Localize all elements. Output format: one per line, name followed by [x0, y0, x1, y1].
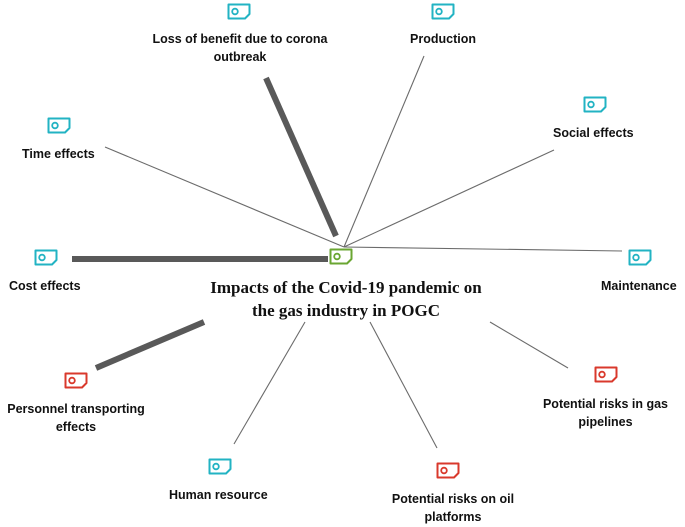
- time-effects-tag-icon: [47, 117, 71, 134]
- human-resource-tag-icon: [208, 458, 232, 475]
- social-effects-tag-icon: [583, 96, 607, 113]
- edge-social: [343, 149, 555, 248]
- node-label-maintenance: Maintenance: [601, 279, 677, 293]
- production-tag-icon: [431, 3, 455, 20]
- loss-tag-icon: [227, 3, 251, 20]
- node-label-production: Production: [410, 32, 476, 46]
- edge-loss: [263, 76, 339, 238]
- edge-pipelines: [489, 321, 569, 369]
- central-topic-line1: Impacts of the Covid-19 pandemic on: [210, 278, 482, 297]
- edge-oil: [369, 321, 438, 449]
- oil-platforms-tag-icon: [436, 462, 460, 479]
- edge-maintenance: [343, 246, 623, 252]
- node-label-cost-effects: Cost effects: [9, 279, 81, 293]
- central-topic-line2: the gas industry in POGC: [252, 301, 440, 320]
- pipelines-tag-icon: [594, 366, 618, 383]
- cost-effects-tag-icon: [34, 249, 58, 266]
- edge-personnel: [94, 319, 206, 371]
- node-label-social-effects: Social effects: [553, 126, 634, 140]
- center-tag-icon: [329, 248, 353, 265]
- node-label-human-resource: Human resource: [169, 488, 268, 502]
- personnel-tag-icon: [64, 372, 88, 389]
- maintenance-tag-icon: [628, 249, 652, 266]
- edge-time: [104, 146, 345, 248]
- edge-production: [343, 55, 425, 248]
- node-label-time-effects: Time effects: [22, 147, 95, 161]
- edge-human: [233, 321, 306, 445]
- central-topic: Impacts of the Covid-19 pandemic on the …: [185, 276, 507, 322]
